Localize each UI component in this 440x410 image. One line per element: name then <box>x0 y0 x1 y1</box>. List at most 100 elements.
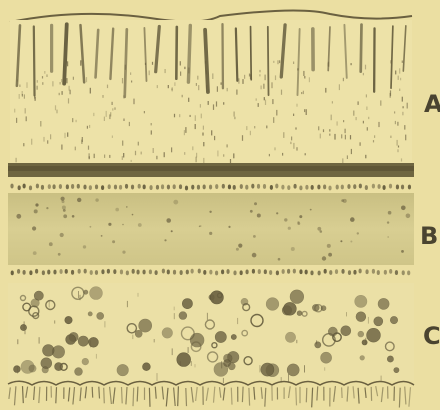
cell-nucleus <box>362 340 367 345</box>
dot <box>132 269 135 274</box>
stipple-mark <box>381 376 382 381</box>
stipple-dot <box>228 226 230 228</box>
stipple-mark <box>363 121 364 124</box>
fringe-stroke <box>306 388 307 402</box>
stipple-mark <box>87 126 88 129</box>
stipple-mark <box>353 111 354 116</box>
stipple-dot <box>83 245 86 248</box>
fringe-stroke <box>220 387 221 398</box>
layer-c-bottom-edge <box>8 381 414 385</box>
layer-label-a: A <box>424 92 440 116</box>
fringe-stroke <box>186 388 187 406</box>
stipple-mark <box>242 135 243 141</box>
stipple-mark <box>279 60 280 63</box>
stipple-mark <box>374 80 375 86</box>
stipple-mark <box>291 137 292 141</box>
cell-nucleus <box>367 328 381 342</box>
fringe-stroke <box>261 387 262 399</box>
stipple-mark <box>24 94 25 98</box>
cell-nucleus <box>75 368 83 376</box>
stipple-mark <box>345 135 346 140</box>
stipple-dot <box>173 200 178 205</box>
dot <box>173 270 176 275</box>
dot <box>382 185 385 190</box>
stipple-mark <box>179 114 180 117</box>
dot <box>18 185 21 190</box>
stipple-mark <box>213 300 214 303</box>
stipple-mark <box>47 140 48 143</box>
stipple-mark <box>59 93 60 95</box>
stipple-mark <box>190 115 191 117</box>
stipple-mark <box>195 364 196 367</box>
stipple-mark <box>301 92 302 94</box>
stipple-mark <box>202 133 203 136</box>
stipple-mark <box>363 73 364 75</box>
dot <box>408 185 411 190</box>
dot <box>209 185 212 190</box>
stipple-mark <box>122 156 123 160</box>
dot <box>114 185 117 190</box>
stipple-mark <box>201 114 202 119</box>
stipple-mark <box>208 101 209 105</box>
dot <box>245 185 248 190</box>
dot <box>191 269 194 274</box>
stipple-mark <box>281 90 282 95</box>
dot <box>258 269 261 274</box>
dot <box>197 185 200 190</box>
stipple-mark <box>293 62 294 65</box>
dot <box>149 270 152 275</box>
stipple-mark <box>78 291 79 298</box>
stipple-mark <box>67 132 68 136</box>
stipple-dot <box>35 203 38 206</box>
stipple-mark <box>223 154 224 156</box>
stipple-mark <box>67 61 68 66</box>
stipple-mark <box>214 136 215 140</box>
stipple-mark <box>152 62 153 65</box>
fringe-stroke <box>174 388 176 407</box>
dot <box>66 184 69 189</box>
dot <box>215 271 218 276</box>
stipple-mark <box>227 144 228 147</box>
dot <box>143 184 146 189</box>
dot <box>10 184 13 189</box>
cell-nucleus <box>42 367 48 373</box>
stipple-dot <box>401 250 404 253</box>
dot <box>226 269 229 274</box>
stipple-mark <box>198 85 199 90</box>
stipple-dot <box>63 214 67 218</box>
stipple-mark <box>203 142 204 146</box>
cell-nucleus <box>378 298 389 309</box>
dot <box>120 270 123 275</box>
fringe-stroke <box>104 388 105 404</box>
cell-nucleus <box>20 324 26 330</box>
stipple-mark <box>282 153 283 156</box>
stipple-mark <box>304 365 305 372</box>
stipple-dot <box>46 207 48 209</box>
cell-nucleus <box>182 299 192 309</box>
dot <box>23 184 26 189</box>
stipple-mark <box>345 129 346 134</box>
dot <box>324 269 327 274</box>
cell-nucleus <box>89 337 99 347</box>
stipple-mark <box>390 136 391 138</box>
dot <box>71 270 74 275</box>
bottom-fringe <box>9 386 411 408</box>
fringe-stroke <box>265 388 266 407</box>
fringe-stroke <box>196 387 198 401</box>
stipple-mark <box>265 100 266 105</box>
cell-nucleus <box>55 363 63 371</box>
stipple-mark <box>402 61 403 63</box>
stipple-mark <box>272 99 273 104</box>
cell-nucleus <box>88 312 92 316</box>
stipple-dot <box>138 223 142 227</box>
stipple-dot <box>77 198 81 202</box>
fringe-stroke <box>342 387 343 398</box>
stipple-mark <box>122 78 123 83</box>
fringe-stroke <box>317 386 318 400</box>
stipple-mark <box>188 98 189 102</box>
stipple-mark <box>89 153 90 158</box>
dot <box>149 185 152 190</box>
stipple-mark <box>249 74 250 77</box>
stipple-mark <box>304 109 305 112</box>
fringe-stroke <box>242 387 243 403</box>
